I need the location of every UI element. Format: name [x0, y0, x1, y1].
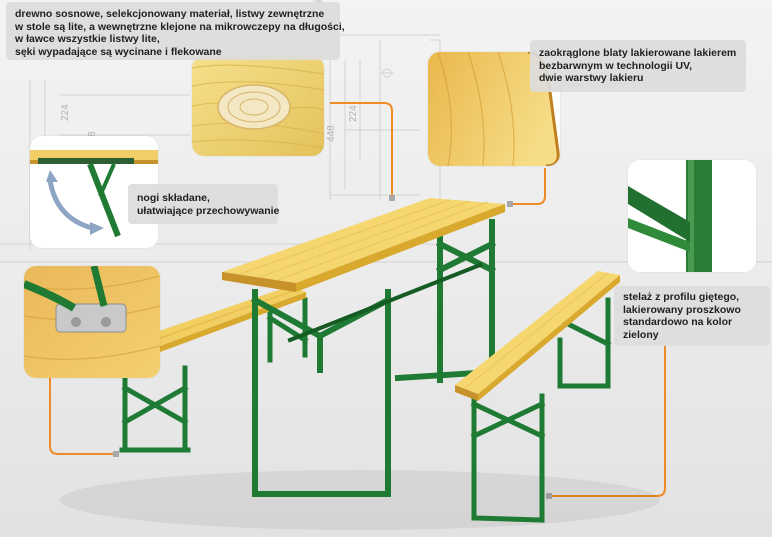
- finish-line-1: zaokrąglone blaty lakierowane lakierem: [539, 47, 737, 59]
- material-line-4: sęki wypadające są wycinane i flekowane: [15, 45, 222, 58]
- table: [222, 198, 505, 497]
- finish-callout: zaokrąglone blaty lakierowane lakierem b…: [530, 40, 746, 92]
- hinge-detail-photo: [24, 266, 160, 378]
- dimension-448: 448: [326, 125, 337, 142]
- frame-callout: stelaż z profilu giętego, lakierowany pr…: [614, 286, 770, 346]
- frame-line-1: stelaż z profilu giętego,: [623, 291, 740, 303]
- folding-line-1: nogi składane,: [137, 192, 210, 204]
- dimension-8: 8: [87, 131, 98, 137]
- leader-lines: [49, 102, 666, 497]
- leader-end-dot-3: [113, 451, 119, 457]
- dimension-224-left: 224: [60, 104, 71, 121]
- wood-knot-photo: [192, 56, 324, 156]
- frame-joint-detail: [628, 160, 756, 272]
- right-bench: [455, 271, 620, 523]
- finish-line-2: bezbarwnym w technologii UV,: [539, 59, 693, 72]
- material-line-3: w ławce wszystkie listwy lite,: [15, 33, 160, 45]
- curved-arrow-icon: [46, 170, 104, 235]
- frame-line-4: zielony: [623, 328, 659, 341]
- material-line-1: drewno sosnowe, selekcjonowany materiał,…: [15, 8, 325, 20]
- table-top: [222, 198, 505, 283]
- dimension-224-right: 224: [348, 105, 359, 122]
- folding-line-2: ułatwiające przechowywanie: [137, 204, 280, 217]
- material-callout: drewno sosnowe, selekcjonowany materiał,…: [6, 2, 345, 60]
- leader-end-dot-4: [546, 493, 552, 499]
- folding-leg-photo: [30, 136, 158, 248]
- leader-end-dot-2: [507, 201, 513, 207]
- finish-line-3: dwie warstwy lakieru: [539, 72, 644, 84]
- frame-line-2: lakierowany proszkowo: [623, 303, 741, 316]
- floor-shadow: [60, 470, 660, 530]
- folding-callout: nogi składane, ułatwiające przechowywani…: [128, 184, 280, 224]
- leader-end-dot-1: [389, 195, 395, 201]
- material-line-2: w stole są lite, a wewnętrzne klejone na…: [15, 20, 345, 33]
- frame-line-3: standardowo na kolor: [623, 316, 733, 328]
